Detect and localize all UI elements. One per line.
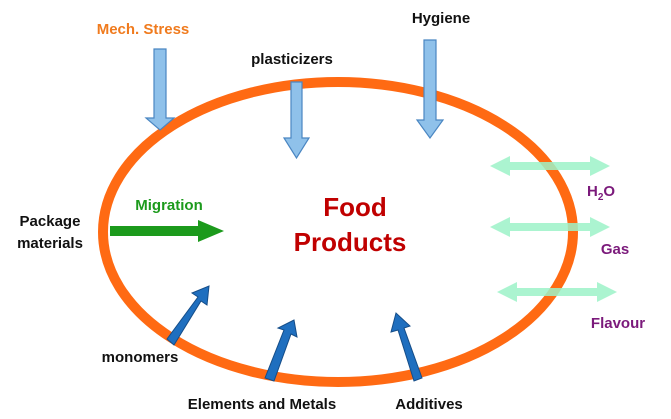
center-title-food: Food (323, 192, 387, 222)
elements-metals-label: Elements and Metals (188, 396, 336, 413)
mech-stress-label: Mech. Stress (97, 21, 190, 38)
flavour-exchange-arrow (497, 282, 617, 302)
package-boundary-ellipse (98, 77, 578, 387)
additives-arrow (390, 312, 423, 382)
migration-label: Migration (135, 197, 203, 214)
plasticizers-arrow (282, 81, 311, 160)
monomers-label: monomers (102, 349, 179, 366)
hygiene-label: Hygiene (412, 10, 470, 27)
plasticizers-label: plasticizers (251, 51, 333, 68)
hygiene-arrow (415, 39, 445, 140)
h2o-exchange-arrow (490, 156, 610, 176)
gas-exchange-arrow (490, 217, 610, 237)
flavour-label: Flavour (591, 315, 645, 332)
migration-arrow (110, 220, 224, 242)
center-title-products: Products (294, 227, 407, 257)
materials-label: materials (17, 235, 83, 252)
additives-label: Additives (395, 396, 463, 413)
h2o-label: H2O (587, 183, 615, 203)
monomers-arrow (166, 285, 210, 346)
elements-metals-arrow (264, 319, 298, 382)
mech-stress-arrow (144, 48, 176, 131)
package-label: Package (20, 213, 81, 230)
gas-label: Gas (601, 241, 629, 258)
